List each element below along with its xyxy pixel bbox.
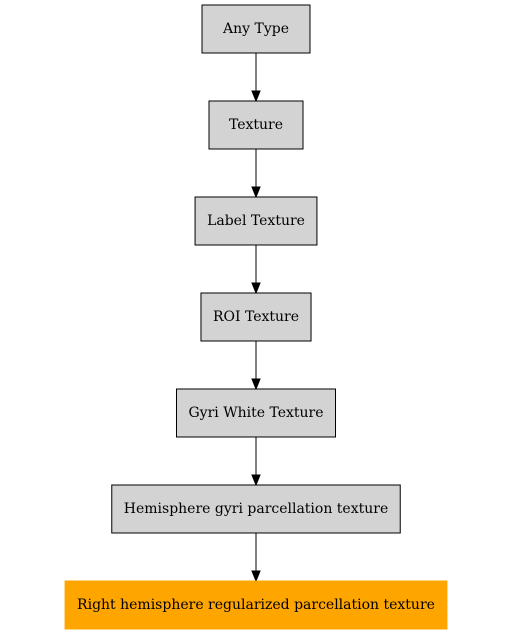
node-box <box>208 100 304 150</box>
node-label-texture: Label Texture <box>194 196 318 246</box>
edge-any-type-to-texture <box>251 53 261 103</box>
arrowhead <box>251 186 261 199</box>
edges-layer <box>251 53 261 583</box>
node-hemisphere-gyri-parcellation-texture: Hemisphere gyri parcellation texture <box>111 484 401 534</box>
node-texture: Texture <box>208 100 304 150</box>
node-label: Any Type <box>222 21 289 37</box>
node-label: ROI Texture <box>213 309 299 325</box>
node-label: Label Texture <box>207 213 305 229</box>
node-box <box>111 484 401 534</box>
node-right-hemisphere-regularized-parcellation-texture: Right hemisphere regularized parcellatio… <box>64 580 448 630</box>
edge-roi-texture-to-gyri-white-texture <box>251 341 261 391</box>
node-box <box>201 4 311 54</box>
node-roi-texture: ROI Texture <box>200 292 312 342</box>
node-box <box>194 196 318 246</box>
arrowhead <box>251 474 261 487</box>
arrowhead <box>251 570 261 583</box>
node-label: Hemisphere gyri parcellation texture <box>124 501 388 517</box>
edge-hemisphere-gyri-parcellation-texture-to-right-hemisphere-regularized-parcellation-texture <box>251 533 261 583</box>
arrowhead <box>251 282 261 295</box>
node-box <box>175 388 337 438</box>
node-any-type: Any Type <box>201 4 311 54</box>
node-gyri-white-texture: Gyri White Texture <box>175 388 337 438</box>
arrowhead <box>251 378 261 391</box>
node-label: Right hemisphere regularized parcellatio… <box>77 597 435 613</box>
node-box <box>200 292 312 342</box>
edge-label-texture-to-roi-texture <box>251 245 261 295</box>
node-label: Texture <box>229 117 283 133</box>
edge-gyri-white-texture-to-hemisphere-gyri-parcellation-texture <box>251 437 261 487</box>
node-box <box>64 580 448 630</box>
edge-texture-to-label-texture <box>251 149 261 199</box>
arrowhead <box>251 90 261 103</box>
node-label: Gyri White Texture <box>188 405 323 421</box>
